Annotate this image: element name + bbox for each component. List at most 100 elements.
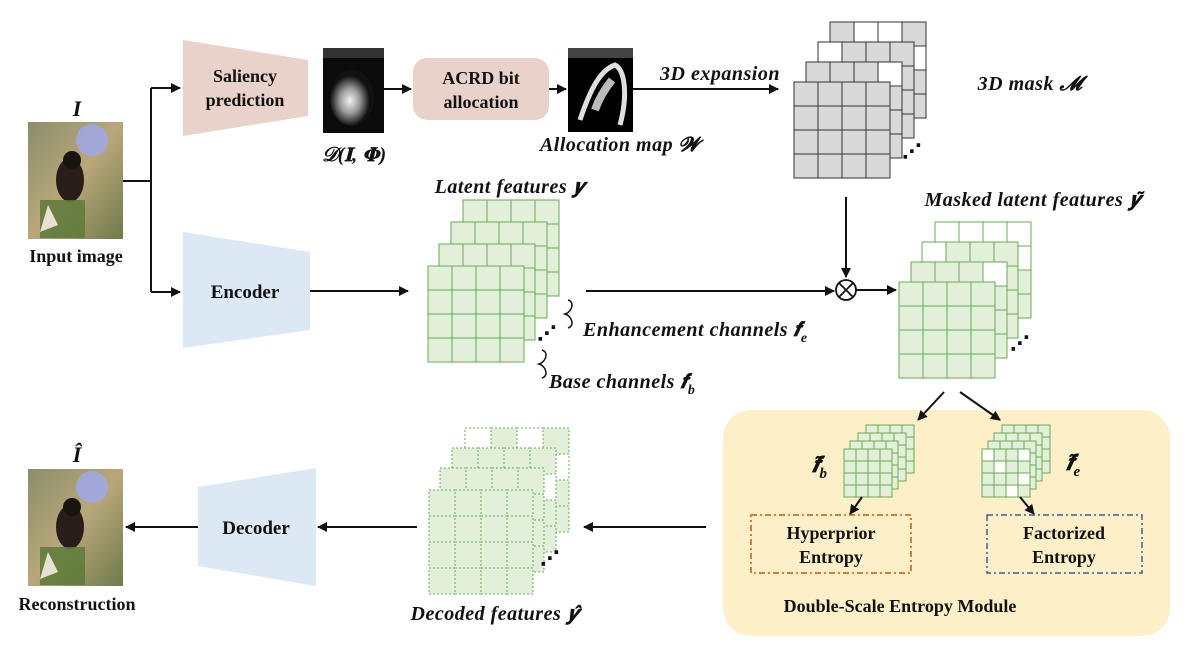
grid-cell xyxy=(865,81,891,107)
multiply-icon xyxy=(835,279,857,301)
input-branch-lines xyxy=(123,83,181,297)
grid-cell xyxy=(946,329,972,355)
grid-cell xyxy=(855,484,869,498)
grid-cell xyxy=(510,199,536,225)
grid-cell xyxy=(462,199,488,225)
grid-cell xyxy=(1005,460,1019,474)
grid-cell xyxy=(843,448,857,462)
grid-cell xyxy=(970,305,996,331)
grid-cell xyxy=(506,489,534,517)
grid-cell xyxy=(867,460,881,474)
grid-cell xyxy=(843,472,857,486)
grid-cell xyxy=(993,472,1007,486)
factorized-label-2: Entropy xyxy=(1032,547,1096,567)
grid-cell xyxy=(451,313,477,339)
grid-cell xyxy=(1017,472,1031,486)
decoder-block xyxy=(198,468,316,586)
grid-cell xyxy=(1017,448,1031,462)
grid-cell xyxy=(867,484,881,498)
stack-ellipsis: ⋰ xyxy=(902,139,922,163)
grid-cell xyxy=(534,199,560,225)
latent-features-stack: ⋰ xyxy=(427,199,560,363)
allocation-map-label: Allocation map 𝓦 xyxy=(538,134,705,156)
grid-cell xyxy=(427,289,453,315)
factorized-entropy-box xyxy=(986,514,1143,574)
grid-cell xyxy=(499,313,525,339)
grid-cell xyxy=(981,460,995,474)
grid-cell xyxy=(486,243,512,269)
grid-cell xyxy=(841,81,867,107)
grid-cell xyxy=(793,105,819,131)
grid-cell xyxy=(981,448,995,462)
grid-cell xyxy=(1017,484,1031,498)
grid-cell xyxy=(817,81,843,107)
grid-cell xyxy=(1005,448,1019,462)
grid-cell xyxy=(993,460,1007,474)
grid-cell xyxy=(793,81,819,107)
allocation-map-thumbnail xyxy=(568,48,633,132)
grid-cell xyxy=(1005,472,1019,486)
arrow-to-fb xyxy=(917,391,945,421)
grid-cell xyxy=(486,199,512,225)
arrow-to-fe xyxy=(959,391,1001,421)
grid-cell xyxy=(454,541,482,569)
grid-cell xyxy=(427,313,453,339)
grid-cell xyxy=(865,129,891,155)
saliency-label-2: prediction xyxy=(206,90,285,110)
hyperprior-label-2: Entropy xyxy=(799,547,863,567)
input-image-thumbnail xyxy=(28,122,123,239)
grid-cell xyxy=(993,484,1007,498)
grid-cell xyxy=(817,129,843,155)
grid-cell xyxy=(506,541,534,569)
grid-cell xyxy=(970,329,996,355)
grid-cell xyxy=(898,353,924,379)
grid-cell xyxy=(879,460,893,474)
3d-mask-stack: ⋰ xyxy=(793,21,927,179)
grid-cell xyxy=(428,489,456,517)
grid-cell xyxy=(451,265,477,291)
acrd-label-1: ACRD bit xyxy=(442,68,520,88)
masked-latent-stack: ⋰ xyxy=(898,221,1032,379)
grid-cell xyxy=(970,281,996,307)
grid-cell xyxy=(898,281,924,307)
grid-cell xyxy=(922,281,948,307)
saliency-prediction-block xyxy=(183,40,308,136)
hyperprior-label-1: Hyperprior xyxy=(787,523,876,543)
grid-cell xyxy=(855,472,869,486)
encoder-block xyxy=(183,232,310,348)
reconstruction-thumbnail xyxy=(28,469,123,586)
grid-cell xyxy=(450,221,476,247)
entropy-module-panel xyxy=(723,410,1170,636)
3d-mask-label: 3D mask 𝓜 xyxy=(977,73,1089,95)
grid-cell xyxy=(522,221,548,247)
stack-ellipsis: ⋰ xyxy=(540,546,560,570)
hyperprior-entropy-box xyxy=(750,514,912,574)
grid-cell xyxy=(946,305,972,331)
decoded-features-label: Decoded features 𝒚̂ xyxy=(410,603,583,625)
grid-cell xyxy=(480,541,508,569)
grid-cell xyxy=(946,281,972,307)
grid-cell xyxy=(841,129,867,155)
grid-cell xyxy=(946,353,972,379)
grid-cell xyxy=(879,472,893,486)
grid-cell xyxy=(462,243,488,269)
enhancement-channels-label: Enhancement channels 𝒇e xyxy=(582,319,808,346)
decoder-label: Decoder xyxy=(222,518,290,539)
grid-cell xyxy=(498,221,524,247)
grid-cell xyxy=(474,221,500,247)
grid-cell xyxy=(855,460,869,474)
grid-cell xyxy=(817,153,843,179)
grid-cell xyxy=(841,105,867,131)
reconstruction-label: Reconstruction xyxy=(19,594,136,614)
grid-cell xyxy=(454,489,482,517)
entropy-module-label: Double-Scale Entropy Module xyxy=(784,596,1017,616)
reconstruction-symbol: Î xyxy=(72,442,83,467)
base-brace xyxy=(536,349,547,379)
grid-cell xyxy=(475,337,501,363)
grid-cell xyxy=(499,265,525,291)
grid-cell xyxy=(510,243,536,269)
grid-cell xyxy=(981,472,995,486)
fb-tilde-stack xyxy=(843,424,915,498)
grid-cell xyxy=(981,484,995,498)
